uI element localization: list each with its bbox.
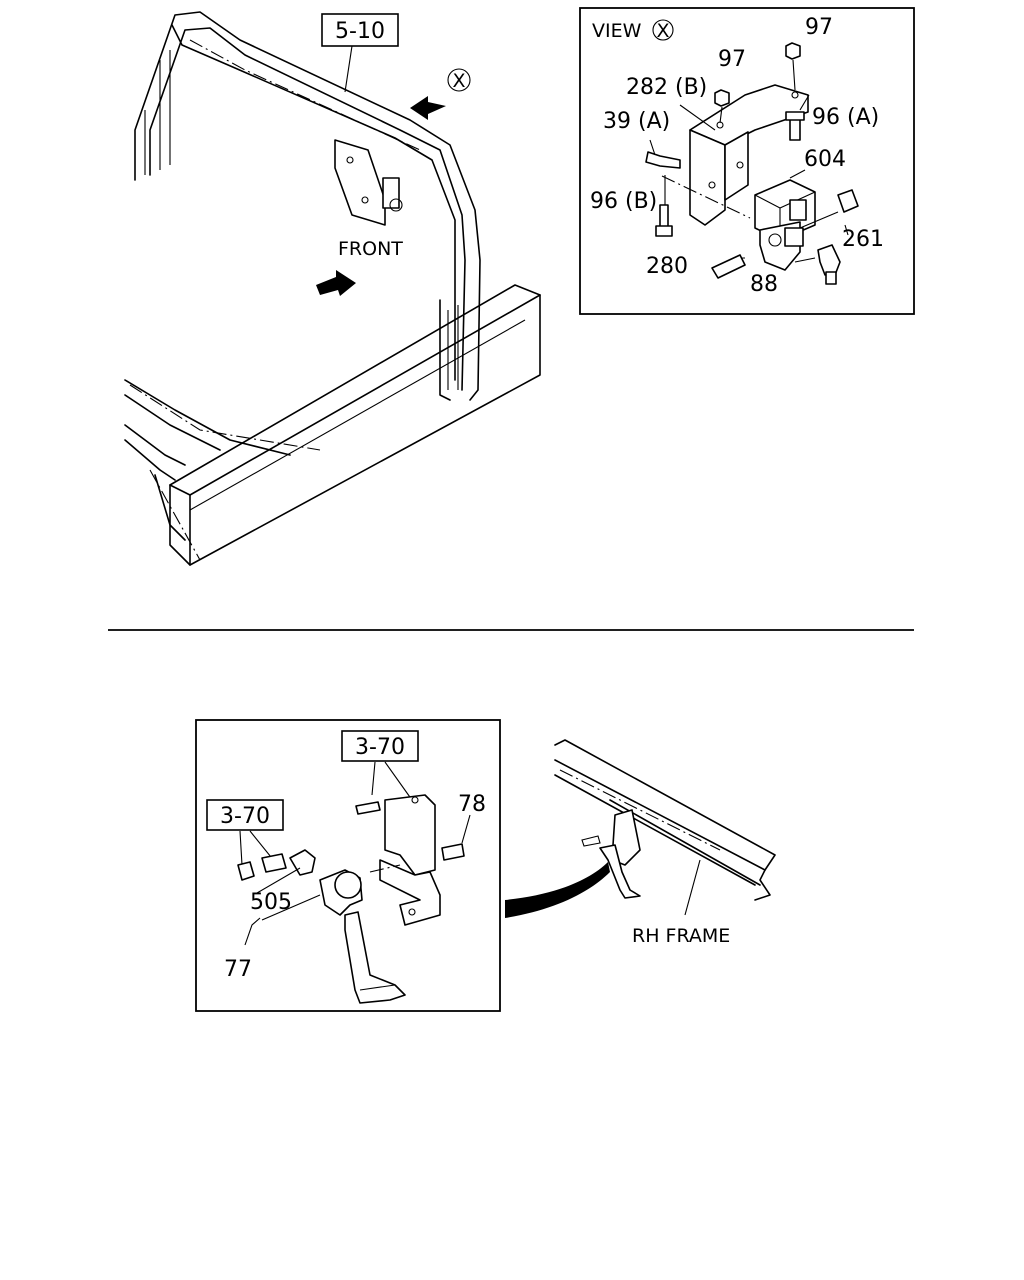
fitting-280 [711, 254, 746, 279]
ref-box-5-10-label: 5-10 [335, 19, 385, 44]
bolt-78 [441, 843, 465, 861]
view-arrow-icon [410, 96, 446, 120]
view-marker-circle [447, 68, 471, 92]
callout-280: 280 [646, 254, 688, 279]
ref-box-3-70-top-label: 3-70 [355, 735, 405, 760]
callout-97-mid: 97 [718, 47, 746, 72]
ref-box-3-70-left [206, 799, 284, 831]
bolt-39a [645, 151, 681, 169]
rh-frame-label: RH FRAME [632, 925, 730, 947]
front-arrow-icon [316, 270, 356, 296]
valve-body-small [382, 177, 400, 209]
horn-inset: 3-70 3-70 78 505 77 [195, 719, 501, 1012]
connector-505 [261, 853, 287, 873]
callout-505: 505 [250, 890, 292, 915]
callout-97-top: 97 [805, 15, 833, 40]
callout-282b: 282 (B) [626, 75, 707, 100]
callout-96b: 96 (B) [590, 189, 657, 214]
fitting-261 [837, 189, 859, 213]
view-x-inset: VIEW X [579, 7, 915, 315]
callout-261: 261 [842, 227, 884, 252]
front-label: FRONT [338, 238, 403, 260]
ref-box-5-10 [321, 13, 399, 47]
rh-frame-horn [599, 844, 641, 899]
elbow-505 [289, 849, 316, 876]
crossmember-drawing: 5-10 X FRONT [124, 11, 541, 566]
connector-small [237, 861, 255, 881]
callout-39a: 39 (A) [603, 109, 670, 134]
nut-97-top [785, 42, 801, 60]
callout-96a: 96 (A) [812, 105, 879, 130]
callout-604: 604 [804, 147, 846, 172]
callout-78: 78 [458, 792, 486, 817]
view-x-title-marker: X [656, 20, 669, 42]
valve-bracket-plate [334, 139, 386, 226]
nut-97-mid [714, 89, 730, 107]
bolt-96a [789, 117, 801, 141]
horn-trumpet [344, 911, 406, 1004]
callout-88: 88 [750, 272, 778, 297]
view-x-title: VIEW [592, 20, 642, 42]
callout-77: 77 [224, 957, 252, 982]
bolt-96b [659, 204, 669, 229]
ref-box-3-70-left-label: 3-70 [220, 804, 270, 829]
rh-frame-drawing: RH FRAME [554, 739, 776, 947]
detail-pointer-arrow-icon [505, 862, 610, 918]
bolt-3-70 [355, 801, 381, 815]
view-marker-label: X [452, 70, 465, 92]
ref-box-3-70-top [341, 730, 419, 762]
